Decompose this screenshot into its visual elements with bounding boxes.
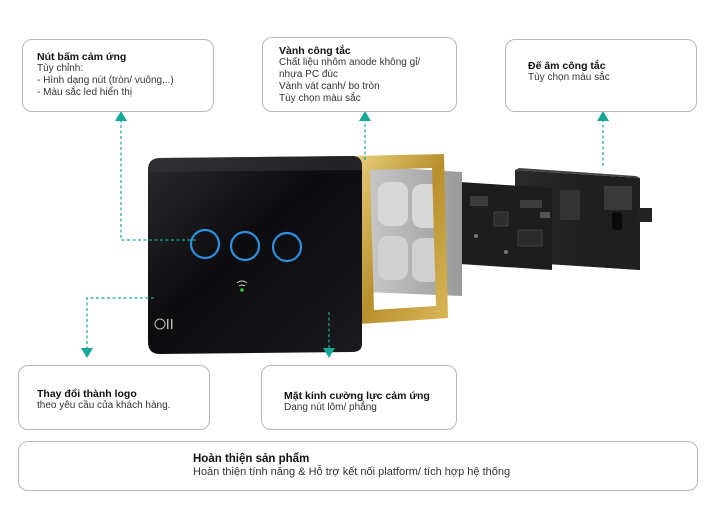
ball-logo-icon <box>154 318 173 330</box>
callout-line: Chất liệu nhôm anode không gỉ/ <box>279 57 421 68</box>
arrow-base <box>597 111 609 121</box>
circuit-board <box>460 182 552 270</box>
touch-button-1[interactable] <box>189 228 221 260</box>
glass-panel <box>148 156 362 354</box>
callout-title: Đế âm công tắc <box>528 60 606 72</box>
callout-line: - Hình dạng nút (tròn/ vuông...) <box>37 75 174 86</box>
arrow-logo <box>81 348 93 358</box>
touch-button-2[interactable] <box>229 230 261 262</box>
callout-line: nhựa PC đúc <box>279 69 338 80</box>
leader-touch-button <box>120 120 196 241</box>
mounting-plate <box>365 166 462 296</box>
callout-finish: Hoàn thiện sản phẩm Hoàn thiện tính năng… <box>18 441 698 491</box>
callout-logo: Thay đổi thành logo theo yêu cầu của khá… <box>18 365 210 430</box>
callout-title: Nút bấm cảm ứng <box>37 51 127 63</box>
callout-line: - Màu sắc led hiển thị <box>37 87 133 98</box>
callout-frame: Vành công tắc Chất liệu nhôm anode không… <box>262 37 457 112</box>
callout-title: Thay đổi thành logo <box>37 388 137 400</box>
callout-touch-button: Nút bấm cảm ứng Tùy chỉnh: - Hình dạng n… <box>22 39 214 112</box>
wifi-icon <box>236 280 248 292</box>
callout-title: Mặt kính cường lực cảm ứng <box>284 390 430 402</box>
callout-line: Vành vát cạnh/ bo tròn <box>279 81 380 92</box>
callout-line: Tùy chọn màu sắc <box>279 93 361 104</box>
touch-button-3[interactable] <box>271 231 303 263</box>
leader-arrowheads <box>81 111 609 358</box>
callout-title: Vành công tắc <box>279 45 351 57</box>
callout-glass: Mặt kính cường lực cảm ứng Dạng nút lõm/… <box>261 365 457 430</box>
arrow-frame <box>359 111 371 121</box>
callout-line: Tùy chỉnh: <box>37 63 84 74</box>
callout-title: Hoàn thiện sản phẩm <box>193 453 310 465</box>
callout-line: Hoàn thiện tính năng & Hỗ trợ kết nối pl… <box>193 466 511 478</box>
arrow-glass <box>323 348 335 358</box>
arrow-touch-button <box>115 111 127 121</box>
leader-lines <box>86 120 604 350</box>
callout-line: Tùy chọn màu sắc <box>528 72 610 83</box>
callout-base: Đế âm công tắc Tùy chọn màu sắc <box>505 39 697 112</box>
callout-line: Dạng nút lõm/ phẳng <box>284 402 377 413</box>
callout-line: theo yêu cầu của khách hàng. <box>37 400 171 411</box>
gold-frame <box>356 154 448 324</box>
leader-logo <box>86 297 154 350</box>
